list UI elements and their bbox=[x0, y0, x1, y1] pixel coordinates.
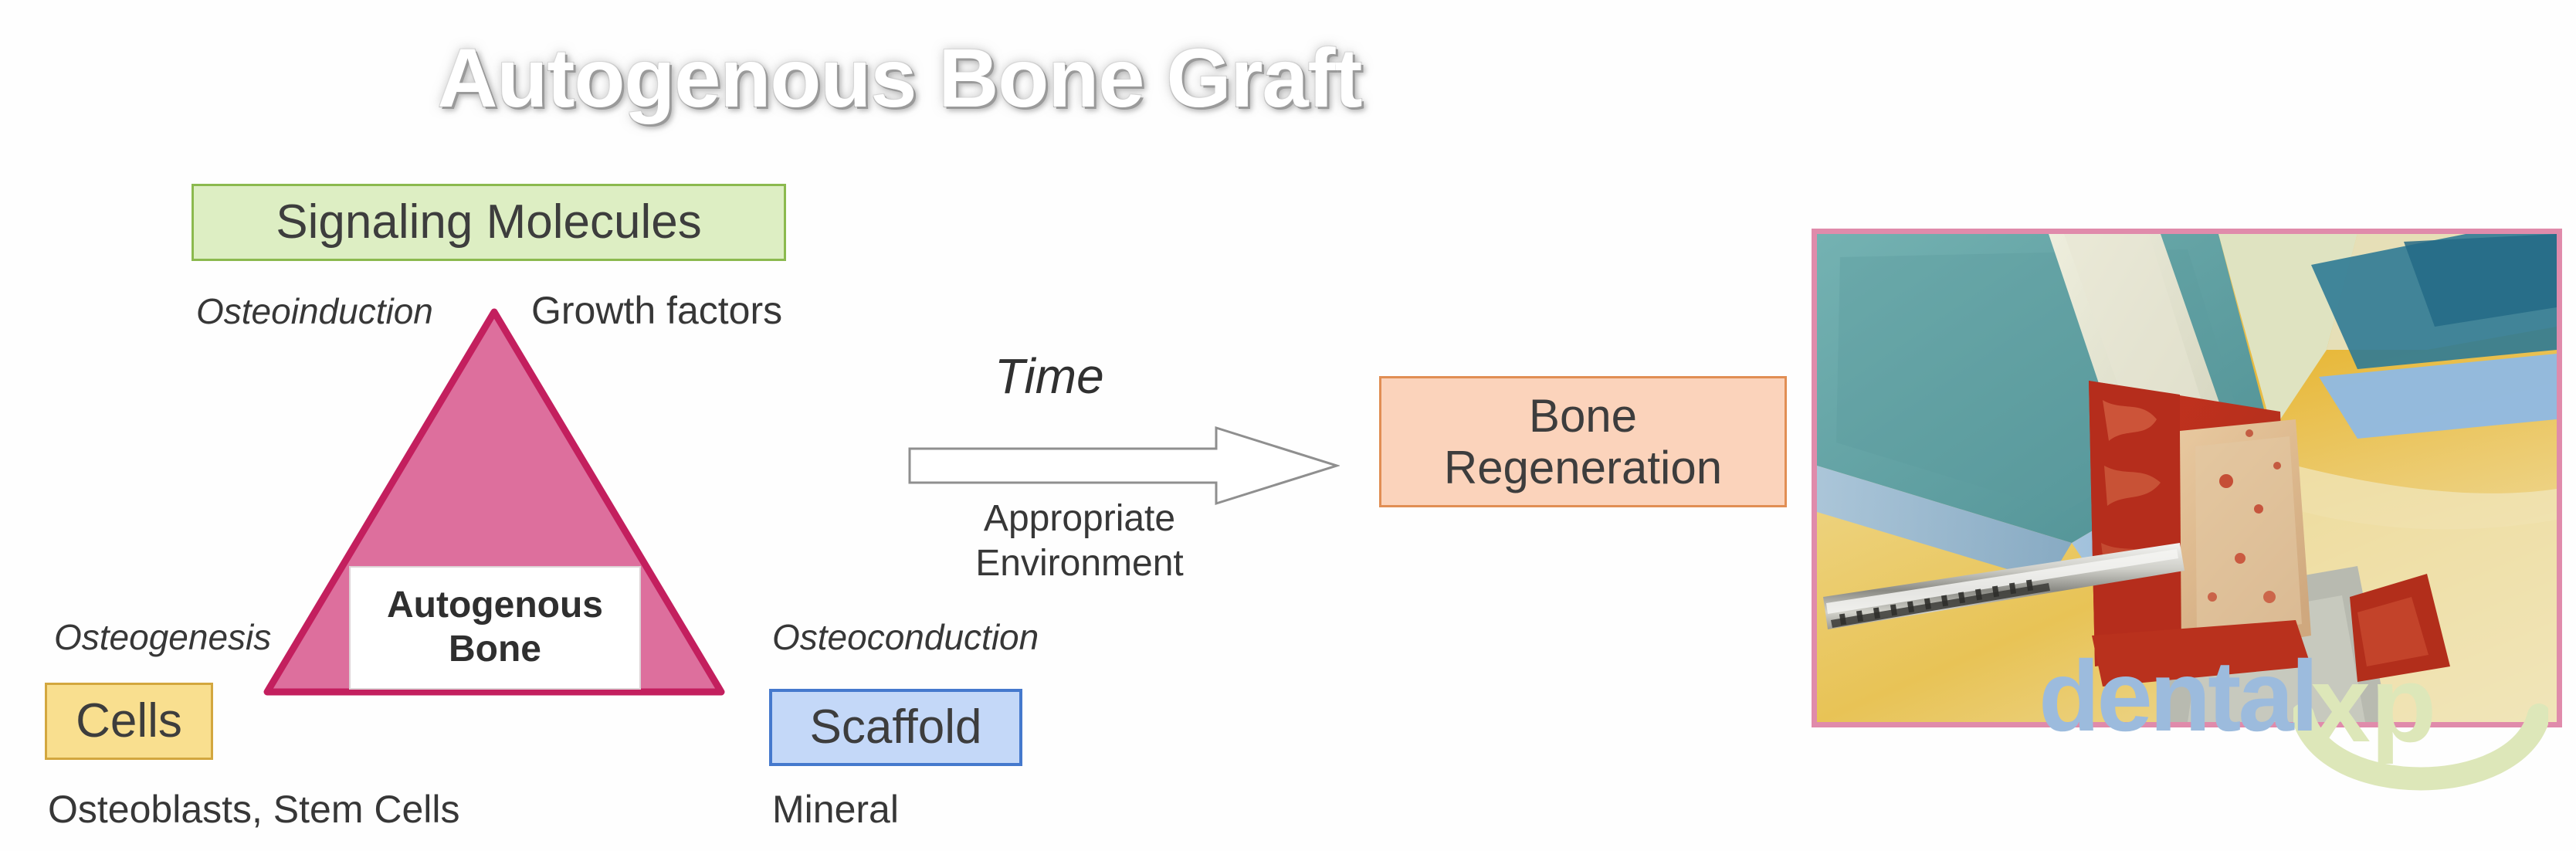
mineral-label: Mineral bbox=[772, 788, 899, 831]
scaffold-label: Scaffold bbox=[809, 700, 982, 754]
environment-line2: Environment bbox=[975, 542, 1184, 584]
autogenous-bone-line2: Bone bbox=[449, 629, 541, 670]
signaling-molecules-box: Signaling Molecules bbox=[192, 184, 786, 261]
osteogenesis-label: Osteogenesis bbox=[54, 617, 272, 657]
autogenous-bone-line1: Autogenous bbox=[387, 585, 603, 626]
bone-regeneration-box: Bone Regeneration bbox=[1379, 376, 1787, 507]
growth-factors-label: Growth factors bbox=[531, 289, 783, 332]
osteoconduction-label: Osteoconduction bbox=[772, 617, 1039, 657]
clinical-photo bbox=[1817, 234, 2557, 722]
autogenous-bone-center-label: Autogenous Bone bbox=[349, 566, 641, 690]
bone-regeneration-line2: Regeneration bbox=[1443, 442, 1723, 493]
arrow-right-icon bbox=[908, 426, 1340, 506]
bone-graft-surgery-photo-icon bbox=[1817, 234, 2557, 722]
signaling-molecules-label: Signaling Molecules bbox=[276, 195, 702, 249]
osteoblasts-stem-cells-label: Osteoblasts, Stem Cells bbox=[48, 788, 460, 831]
cells-box: Cells bbox=[45, 683, 213, 760]
page-title: Autogenous Bone Graft bbox=[437, 31, 1363, 124]
time-label: Time bbox=[995, 348, 1104, 404]
cells-label: Cells bbox=[76, 694, 182, 748]
environment-line1: Appropriate bbox=[983, 498, 1176, 539]
scaffold-box: Scaffold bbox=[769, 689, 1022, 766]
appropriate-environment-label: Appropriate Environment bbox=[964, 497, 1195, 585]
bone-regeneration-line1: Bone bbox=[1528, 389, 1638, 442]
osteoinduction-label: Osteoinduction bbox=[196, 291, 433, 331]
clinical-photo-frame bbox=[1812, 229, 2562, 727]
process-arrow bbox=[907, 423, 1340, 508]
